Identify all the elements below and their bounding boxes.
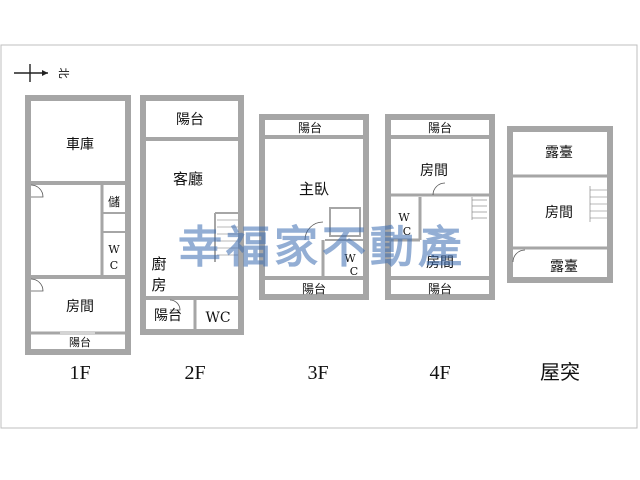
floor-label: 4F: [429, 362, 450, 384]
room-label: 房間: [545, 205, 573, 221]
diagram-frame: [0, 44, 638, 429]
room-label: 露臺: [545, 145, 573, 161]
room-label: 陽台: [154, 308, 182, 324]
room-label: C: [110, 259, 118, 272]
floor-label: 屋突: [540, 361, 580, 384]
room-label: 房間: [66, 299, 94, 315]
room-label: 儲: [108, 195, 120, 209]
room-label: WC: [205, 310, 230, 326]
floor-3f-plan: [259, 114, 369, 300]
room-label: 車庫: [66, 136, 94, 153]
room-label: 陽台: [298, 120, 322, 135]
room-label: W: [108, 243, 120, 256]
room-label: 陽台: [428, 120, 452, 135]
room-label: C: [350, 265, 358, 278]
room-label: 房間: [420, 163, 448, 179]
floor-4f-plan: [385, 114, 495, 300]
room-label: 陽台: [69, 335, 91, 349]
room-label: 陽台: [176, 112, 204, 128]
floor-label: 2F: [184, 362, 205, 384]
floor-label: 3F: [307, 362, 328, 384]
room-label: W: [398, 211, 410, 224]
room-label: 房間: [426, 255, 454, 271]
room-label: 陽台: [428, 281, 452, 296]
room-label: 廚: [151, 255, 166, 273]
room-label: W: [344, 252, 356, 265]
room-label: 露臺: [550, 259, 578, 275]
room-label: 客廳: [173, 170, 203, 188]
room-label: 陽台: [302, 281, 326, 296]
floor-roof-plan: [507, 126, 613, 283]
north-arrow-icon: [14, 64, 48, 82]
north-label: 北: [57, 68, 70, 79]
room-label: 房: [151, 276, 166, 294]
room-label: C: [403, 225, 411, 238]
watermark-text: 幸福家不動產: [178, 222, 466, 273]
floor-label: 1F: [69, 362, 90, 384]
floor-1f-plan: [25, 95, 131, 355]
room-label: 主臥: [299, 180, 329, 198]
floor-2f-plan: [140, 95, 244, 335]
